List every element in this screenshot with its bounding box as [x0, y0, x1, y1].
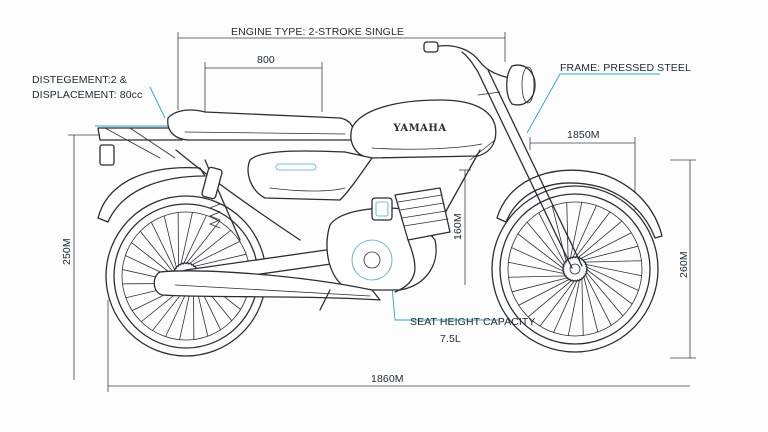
wheel-spoke: [539, 279, 576, 327]
seat: [167, 109, 355, 141]
wheel-spoke: [584, 273, 612, 326]
wheel-spoke: [581, 277, 584, 336]
wheel-spoke: [583, 275, 599, 333]
displacement-label-line2: DISPLACEMENT: 80cc: [32, 89, 142, 101]
wheel-spoke: [182, 214, 207, 265]
rear-fender: [97, 166, 206, 223]
wheel-spoke: [511, 247, 565, 272]
fuel-tank: YAMAHA: [350, 99, 497, 159]
front-wheel: [491, 185, 659, 353]
wheel-spoke: [584, 263, 643, 277]
wheel-spoke: [180, 211, 193, 266]
wheel-spoke: [572, 205, 597, 259]
wheel-spoke: [538, 212, 566, 265]
dimension-lines: [68, 32, 696, 392]
rear-shock: [201, 166, 223, 229]
wheel-spoke: [517, 233, 565, 270]
wheel-spoke: [527, 279, 573, 318]
wheel-spoke: [566, 202, 569, 261]
labels: ENGINE TYPE: 2-STROKE SINGLE 800 DISTEGE…: [32, 26, 691, 385]
wheel-spoke: [131, 242, 175, 277]
wheel-spoke: [579, 232, 632, 260]
wheel-spoke: [150, 221, 176, 272]
wheel-spoke: [508, 275, 567, 278]
wheel-spoke: [139, 230, 175, 274]
wheel-spoke: [553, 279, 578, 333]
handlebar: [423, 41, 511, 79]
dim-1850-label: 1850M: [567, 129, 600, 141]
wheel-spoke: [163, 215, 178, 269]
leader-lines: [95, 73, 660, 321]
wheel-spoke: [567, 278, 581, 337]
dim-160-label: 160M: [452, 213, 464, 240]
rear-rack: [97, 127, 183, 166]
wheel-spoke: [581, 245, 639, 261]
tank-brand: YAMAHA: [392, 123, 446, 134]
wheel-spoke: [585, 271, 624, 317]
headlight: [506, 64, 536, 106]
seat-height-label: SEAT HEIGHT CAPACITY: [410, 316, 536, 328]
dim-250-label: 250M: [61, 238, 73, 265]
dim-800-label: 800: [257, 54, 275, 66]
dim-260-label: 260M: [678, 251, 690, 278]
dim-1860-label: 1860M: [371, 373, 404, 385]
engine-type-label: ENGINE TYPE: 2-STROKE SINGLE: [231, 26, 404, 38]
wheel-spoke: [585, 268, 633, 305]
side-cover: [247, 150, 373, 201]
footpeg: [319, 289, 331, 311]
wheel-spoke: [583, 260, 642, 263]
wheel-spoke: [585, 266, 639, 291]
wheel-spoke: [577, 220, 623, 259]
front-fork: [477, 69, 583, 269]
wheel-spoke: [574, 211, 611, 259]
displacement-label-line1: DISTEGEMENT:2 &: [32, 74, 127, 86]
front-fender: [496, 169, 663, 239]
exhaust: [153, 239, 416, 301]
wheel-spoke: [188, 229, 232, 265]
wheel-spoke: [518, 278, 571, 306]
wheel-spoke: [526, 221, 565, 267]
wheel-spoke: [569, 201, 583, 260]
motorcycle-drawing: YAMAHA: [97, 41, 663, 357]
engine: [326, 187, 451, 291]
wheel-spoke: [193, 253, 247, 268]
frame-label: FRAME: PRESSED STEEL: [560, 62, 691, 74]
wheel-spoke: [511, 277, 569, 293]
wheel-spoke: [190, 240, 241, 266]
capacity-label: 7.5L: [440, 333, 461, 345]
wheel-spoke: [507, 261, 566, 275]
wheel-spoke: [185, 221, 220, 265]
